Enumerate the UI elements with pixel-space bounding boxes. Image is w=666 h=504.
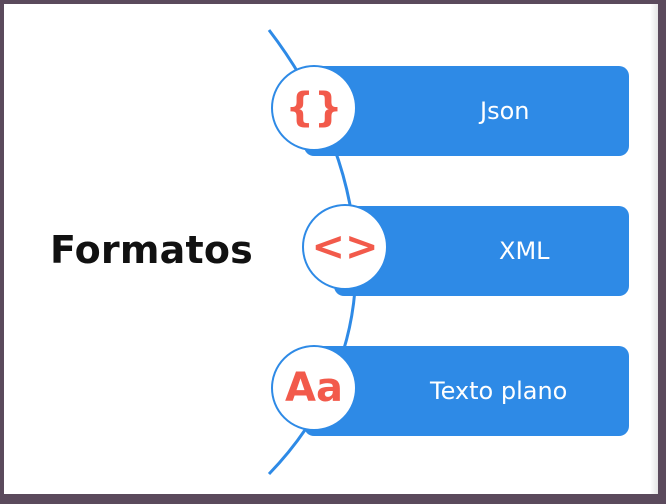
- format-label-texto-plano: Texto plano: [430, 377, 568, 405]
- braces-icon: {}: [271, 65, 357, 151]
- format-bar-xml: XML: [334, 206, 629, 296]
- page-title: Formatos: [50, 228, 253, 272]
- slide: Formatos Json {} XML <> Texto plano Aa: [4, 4, 658, 494]
- text-aa-icon: Aa: [271, 345, 357, 431]
- edge-shadow: [650, 4, 658, 494]
- format-bar-texto-plano: Texto plano: [304, 346, 629, 436]
- format-label-json: Json: [480, 97, 530, 125]
- angle-brackets-icon: <>: [302, 204, 388, 290]
- format-bar-json: Json: [304, 66, 629, 156]
- format-label-xml: XML: [499, 237, 550, 265]
